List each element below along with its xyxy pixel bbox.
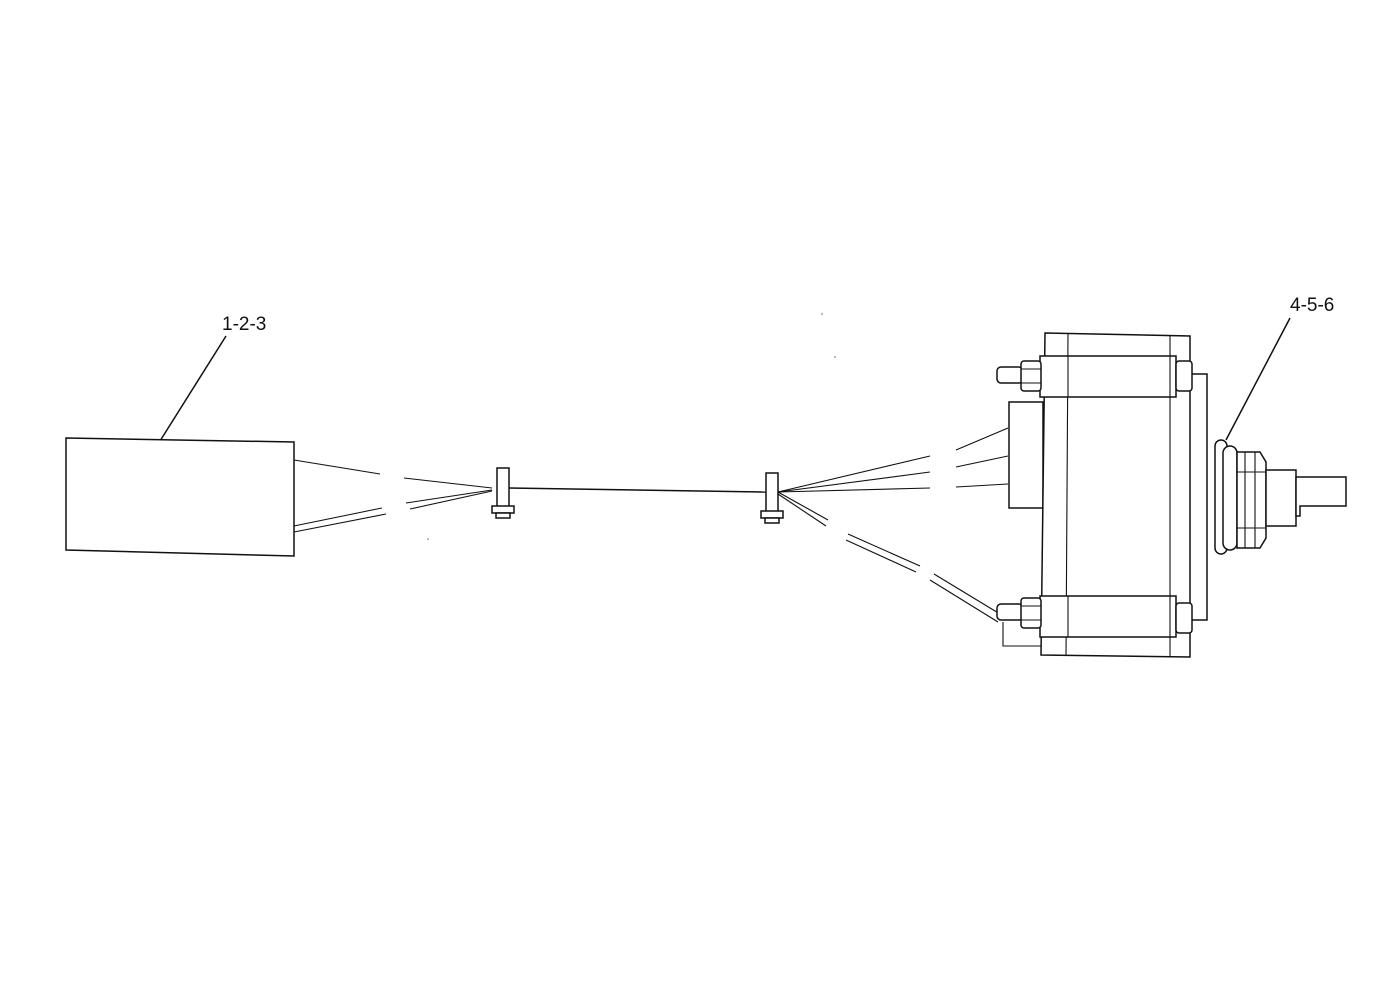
callout-4-5-6: 4-5-6 <box>1225 295 1334 441</box>
upper-right-stud <box>1175 360 1193 392</box>
right-housing-assembly <box>996 332 1347 658</box>
speck <box>834 356 836 358</box>
speck <box>821 313 823 315</box>
leader-line-4-5-6 <box>1225 317 1291 441</box>
upper-left-stud <box>996 366 1024 384</box>
lower-left-stud <box>996 603 1024 621</box>
upper-bracket <box>1039 355 1177 398</box>
speck <box>427 538 429 540</box>
lower-left-nut <box>1020 597 1042 629</box>
lower-right-stud <box>1175 602 1193 634</box>
right-bolt <box>760 472 784 524</box>
upper-left-nut <box>1020 360 1042 392</box>
side-block <box>1008 401 1044 509</box>
leader-line-1-2-3 <box>159 335 227 442</box>
lower-bracket <box>1039 595 1177 638</box>
hex-nut <box>1236 451 1267 549</box>
left-bolt <box>491 467 515 519</box>
left-box-part <box>65 437 295 557</box>
washer-inner <box>1222 445 1238 551</box>
right-explode-lines <box>777 427 1009 623</box>
connecting-cable <box>508 487 767 493</box>
callout-1-2-3: 1-2-3 <box>159 314 266 442</box>
left-explode-lines <box>293 459 493 533</box>
callout-label-1-2-3: 1-2-3 <box>222 314 266 335</box>
callout-label-4-5-6: 4-5-6 <box>1290 295 1334 316</box>
left-box-outline <box>65 437 295 557</box>
shaft-end <box>1295 476 1347 517</box>
shaft-collar <box>1265 469 1297 527</box>
main-housing <box>1040 332 1191 658</box>
